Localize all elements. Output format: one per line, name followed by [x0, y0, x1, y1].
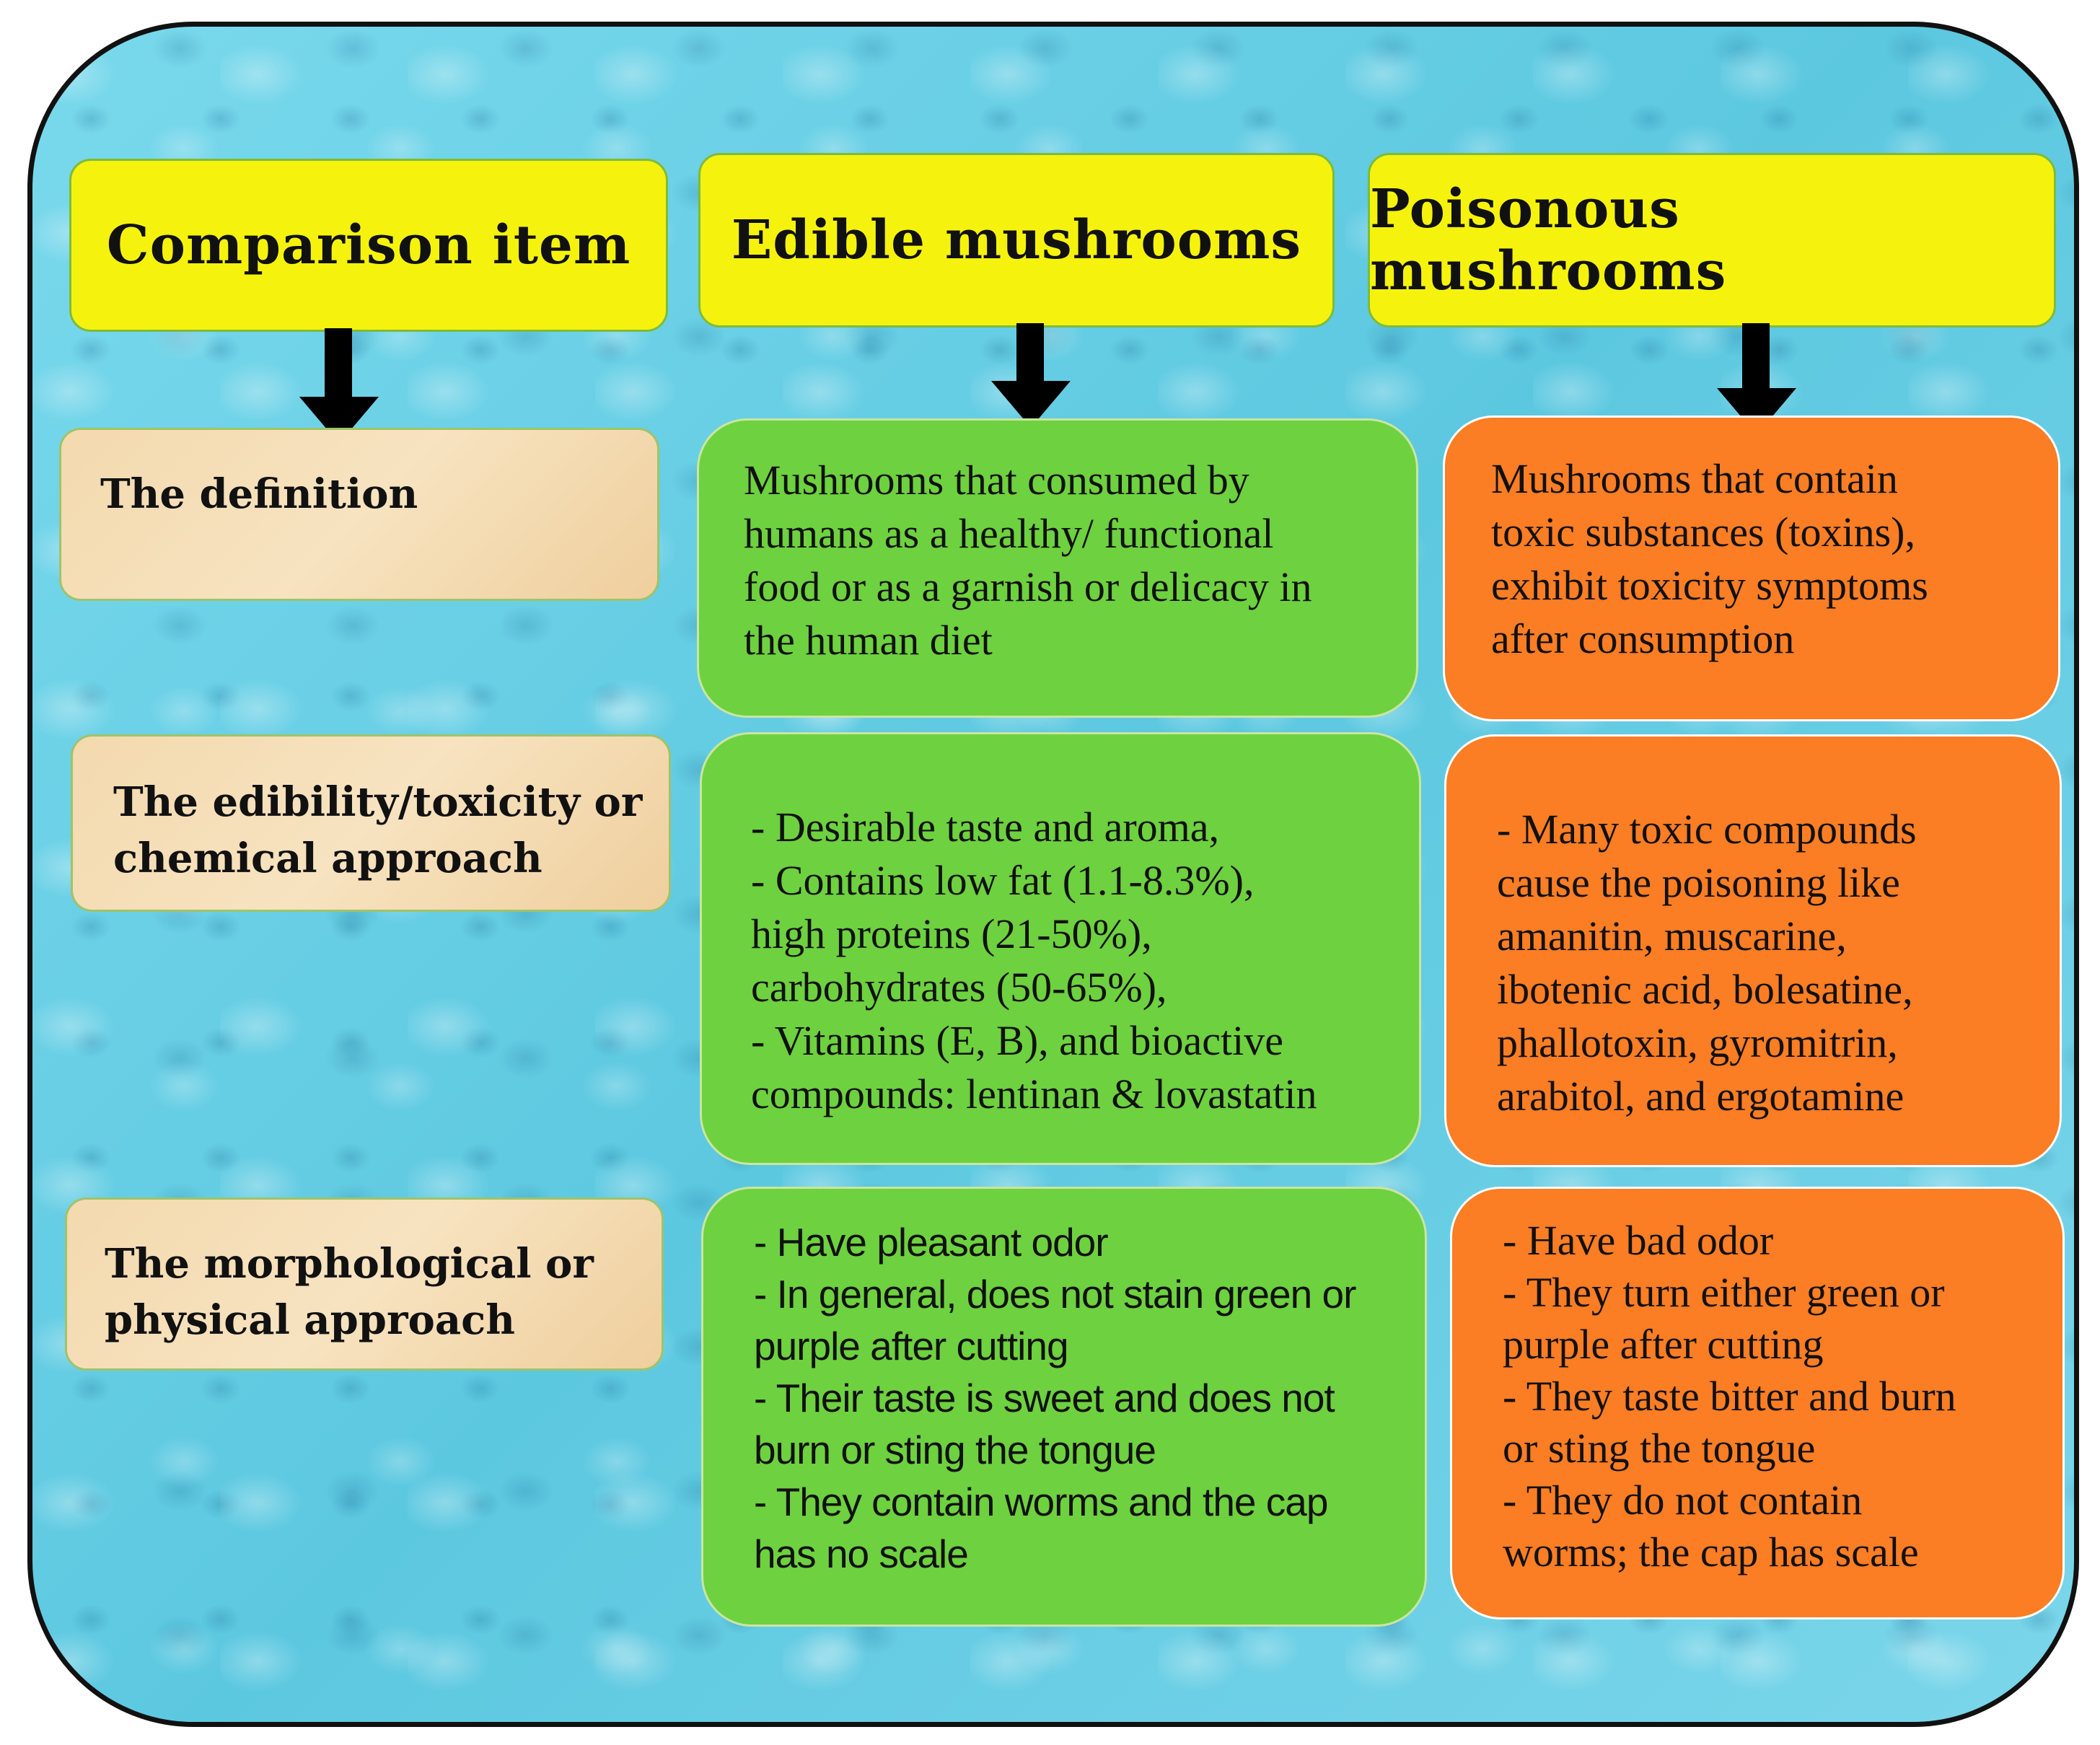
- text-line: - Many toxic compounds: [1497, 806, 1917, 853]
- poisonous-definition-box: Mushrooms that contain toxic substances …: [1443, 416, 2060, 721]
- edible-definition-box: Mushrooms that consumed by humans as a h…: [697, 418, 1418, 718]
- text-line: exhibit toxicity symptoms: [1491, 562, 1928, 609]
- text-line: - They turn either green or: [1503, 1269, 1945, 1316]
- text-line: - They do not contain: [1503, 1477, 1863, 1524]
- text-line: - Desirable taste and aroma,: [751, 804, 1219, 850]
- label-line: physical approach: [105, 1296, 515, 1344]
- label-line: The edibility/toxicity or: [113, 778, 643, 826]
- text-line: - They contain worms and the cap: [754, 1480, 1328, 1524]
- text-line: - Contains low fat (1.1-8.3%),: [751, 857, 1255, 904]
- text-line: high proteins (21-50%),: [751, 910, 1152, 957]
- header-comparison-item: Comparison item: [69, 159, 668, 332]
- text-line: arabitol, and ergotamine: [1497, 1073, 1905, 1120]
- text-line: Mushrooms that contain: [1491, 455, 1898, 502]
- edible-physical-box: - Have pleasant odor - In general, does …: [701, 1187, 1427, 1627]
- header-edible-mushrooms: Edible mushrooms: [698, 153, 1335, 328]
- text-line: burn or sting the tongue: [754, 1428, 1156, 1472]
- header-poisonous-mushrooms: Poisonous mushrooms: [1368, 153, 2056, 328]
- text-line: ibotenic acid, bolesatine,: [1497, 966, 1913, 1013]
- edible-chemical-box: - Desirable taste and aroma, - Contains …: [700, 732, 1421, 1165]
- text-line: purple after cutting: [1503, 1321, 1824, 1368]
- row-label-chemical-approach: The edibility/toxicity or chemical appro…: [71, 734, 671, 912]
- poisonous-physical-box: - Have bad odor - They turn either green…: [1450, 1187, 2065, 1619]
- text-line: purple after cutting: [754, 1324, 1069, 1368]
- text-line: compounds: lentinan & lovastatin: [751, 1071, 1317, 1117]
- label-line: The definition: [100, 470, 418, 518]
- text-line: cause the poisoning like: [1497, 859, 1900, 906]
- text-line: after consumption: [1491, 615, 1795, 662]
- text-line: food or as a garnish or delicacy in: [744, 563, 1312, 610]
- text-line: - Vitamins (E, B), and bioactive: [751, 1017, 1283, 1064]
- text-line: phallotoxin, gyromitrin,: [1497, 1019, 1898, 1066]
- text-line: worms; the cap has scale: [1503, 1529, 1919, 1575]
- text-line: - Their taste is sweet and does not: [754, 1376, 1335, 1420]
- text-line: carbohydrates (50-65%),: [751, 964, 1167, 1011]
- text-line: - In general, does not stain green or: [754, 1272, 1356, 1317]
- text-line: toxic substances (toxins),: [1491, 509, 1915, 555]
- poisonous-chemical-box: - Many toxic compounds cause the poisoni…: [1444, 734, 2062, 1167]
- arrow-down-icon: [1717, 323, 1796, 435]
- row-label-definition: The definition: [59, 428, 659, 601]
- text-line: amanitin, muscarine,: [1497, 913, 1847, 959]
- arrow-down-icon: [299, 328, 379, 444]
- label-line: chemical approach: [113, 835, 542, 882]
- arrow-down-icon: [991, 323, 1071, 428]
- text-line: or sting the tongue: [1503, 1425, 1816, 1472]
- text-line: - They taste bitter and burn: [1503, 1373, 1956, 1420]
- text-line: - Have pleasant odor: [754, 1220, 1109, 1265]
- text-line: - Have bad odor: [1503, 1217, 1774, 1264]
- label-line: The morphological or: [105, 1240, 594, 1288]
- text-line: has no scale: [754, 1531, 969, 1576]
- text-line: Mushrooms that consumed by: [744, 457, 1249, 504]
- text-line: humans as a healthy/ functional: [744, 510, 1274, 557]
- row-label-physical-approach: The morphological or physical approach: [65, 1197, 664, 1371]
- text-line: the human diet: [744, 617, 993, 664]
